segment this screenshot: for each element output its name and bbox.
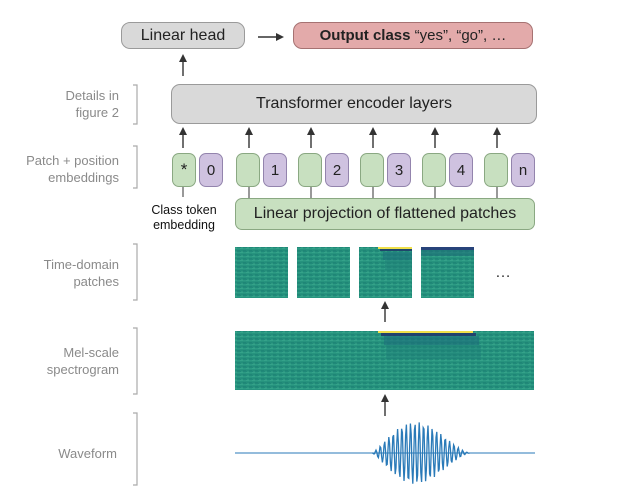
spectrogram-label: Mel-scale spectrogram <box>0 344 119 378</box>
spectrogram-label-line-2: spectrogram <box>46 362 119 377</box>
waveform <box>371 422 470 484</box>
bracket-patches <box>133 243 138 301</box>
embeddings-label-line-2: embeddings <box>48 170 119 185</box>
mel-spectrogram <box>235 331 534 390</box>
details-label-line-2: figure 2 <box>75 105 119 120</box>
class-token-label-line-1: Class token <box>151 203 217 217</box>
position-embedding-4: 4 <box>449 153 473 187</box>
patch-2 <box>297 247 350 298</box>
position-embedding-1: 1 <box>263 153 287 187</box>
position-embedding-0: 0 <box>199 153 223 187</box>
patch-embedding-4 <box>422 153 446 187</box>
embeddings-label-line-1: Patch + position <box>26 153 119 168</box>
output-class-examples: “yes”, “go”, … <box>410 27 507 44</box>
patch-1 <box>235 247 288 298</box>
bracket-embeddings <box>133 145 138 189</box>
details-label-line-1: Details in <box>65 88 119 103</box>
bracket-details <box>133 84 138 125</box>
class-token-label: Class token embedding <box>136 203 232 233</box>
patches-label-line-2: patches <box>73 274 119 289</box>
more-patches-ellipsis: … <box>495 264 511 281</box>
linear-head-box: Linear head <box>121 22 245 49</box>
class-token-label-line-2: embedding <box>153 218 215 232</box>
patches-label: Time-domain patches <box>0 256 119 290</box>
spectrogram-label-line-1: Mel-scale <box>63 345 119 360</box>
output-class-box: Output class “yes”, “go”, … <box>293 22 533 49</box>
bracket-waveform <box>133 412 138 486</box>
output-class-title: Output class <box>319 27 411 44</box>
linear-projection-box: Linear projection of flattened patches <box>235 198 535 230</box>
patch-embedding-2 <box>298 153 322 187</box>
position-embedding-3: 3 <box>387 153 411 187</box>
position-embedding-2: 2 <box>325 153 349 187</box>
waveform-label: Waveform <box>58 446 117 461</box>
bracket-spectrogram <box>133 327 138 395</box>
position-embedding-n: n <box>511 153 535 187</box>
transformer-encoder-box: Transformer encoder layers <box>171 84 537 124</box>
patch-embedding-n <box>484 153 508 187</box>
embeddings-label: Patch + position embeddings <box>0 152 119 186</box>
patch-4 <box>421 247 474 298</box>
details-label: Details in figure 2 <box>0 87 119 121</box>
class-token-patch: * <box>172 153 196 187</box>
patches-label-line-1: Time-domain <box>43 257 119 272</box>
patch-embedding-1 <box>236 153 260 187</box>
patch-3 <box>359 247 412 298</box>
patch-embedding-3 <box>360 153 384 187</box>
